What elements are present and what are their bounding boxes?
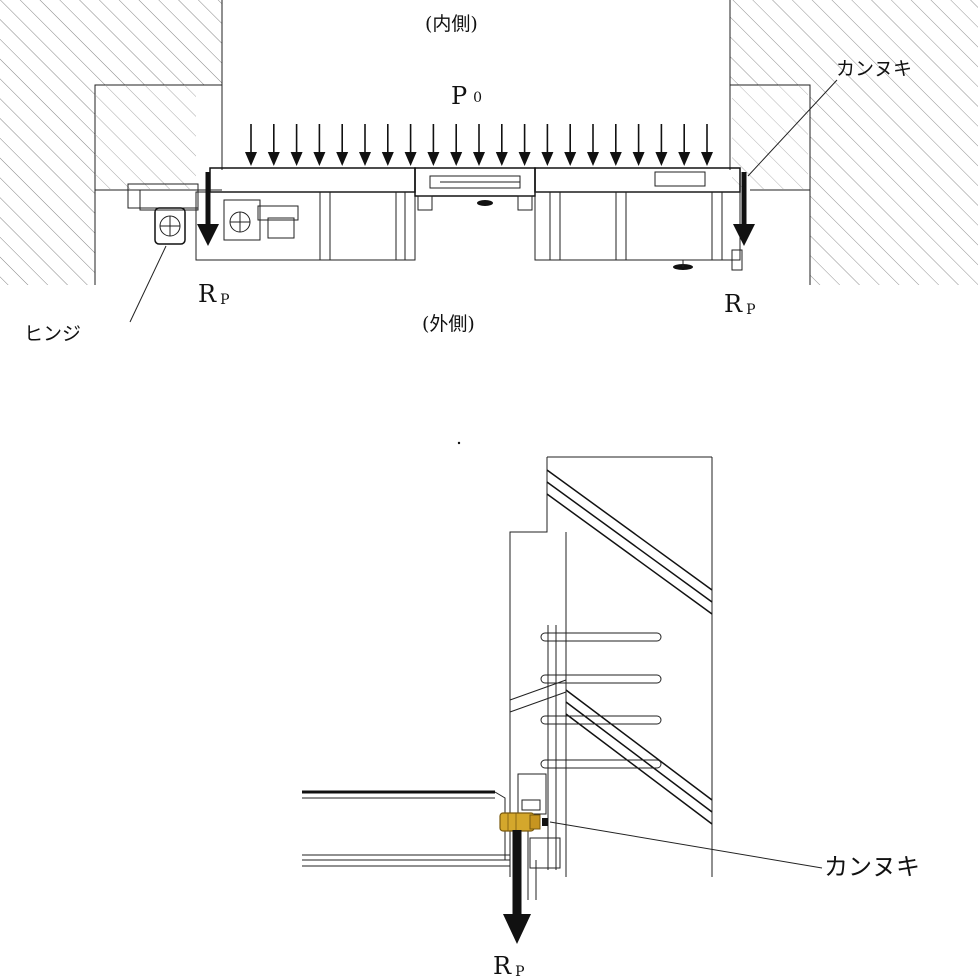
pressure-arrow — [473, 124, 485, 166]
reaction-arrow-right — [733, 172, 755, 246]
inside-label: (内側) — [425, 13, 478, 35]
pressure-arrow — [313, 124, 326, 166]
kannuki-label-top: カンヌキ — [836, 58, 912, 80]
left-wall — [0, 0, 223, 285]
hinge-leader — [129, 245, 167, 323]
pressure-arrow — [609, 124, 622, 166]
pressure-arrow — [495, 124, 508, 166]
kannuki-leader-bottom — [549, 821, 823, 869]
pressure-arrow — [245, 124, 257, 166]
pressure-arrows — [245, 124, 713, 166]
pressure-arrow — [267, 124, 280, 166]
pressure-arrow — [701, 124, 713, 166]
pressure-arrow — [678, 124, 691, 166]
hinge-label: ヒンジ — [24, 323, 81, 345]
pressure-arrow — [427, 124, 440, 166]
kannuki-latch — [499, 812, 548, 832]
pressure-arrow — [541, 124, 554, 166]
pressure-arrow — [404, 124, 417, 166]
reaction-arrow-left — [197, 172, 219, 246]
pressure-arrow — [336, 124, 349, 166]
door-right-leaf — [534, 167, 743, 271]
section-reaction-arrow — [503, 830, 531, 944]
pressure-arrow — [655, 124, 668, 166]
pressure-arrow — [518, 124, 531, 166]
kannuki-leader-top — [747, 79, 838, 177]
outside-label: (外側) — [422, 313, 475, 335]
pressure-arrow — [450, 124, 463, 166]
kannuki-label-bottom: カンヌキ — [824, 853, 920, 881]
section-wall-column — [509, 456, 713, 877]
pressure-arrow — [359, 124, 371, 166]
hinge-assembly — [127, 183, 199, 245]
section-door-plate — [302, 773, 561, 900]
right-wall — [729, 0, 978, 285]
pressure-arrow — [290, 124, 303, 166]
pressure-arrow — [381, 124, 394, 166]
pressure-arrow — [564, 124, 577, 166]
pressure-arrow — [632, 124, 645, 166]
pressure-arrow — [587, 124, 599, 166]
door-left-leaf — [195, 167, 416, 261]
anchor-bolts — [540, 625, 662, 870]
door-center-joint — [414, 167, 536, 211]
